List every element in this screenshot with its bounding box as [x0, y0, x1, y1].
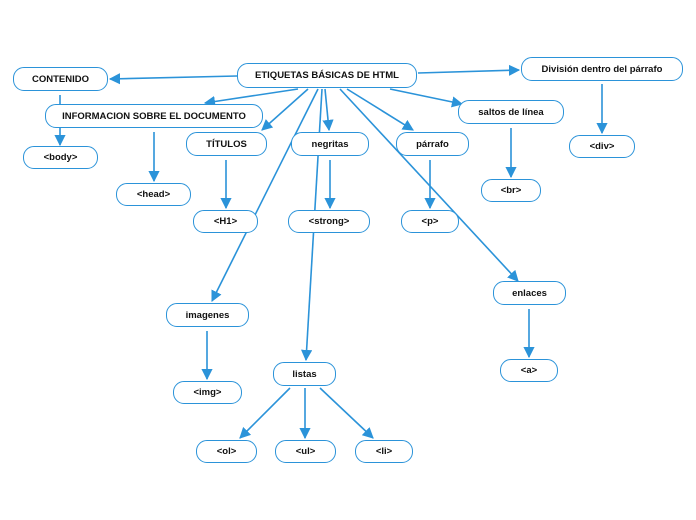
edge-listas-li — [319, 387, 374, 439]
edge-root-titulos — [261, 88, 309, 131]
node-img[interactable]: <img> — [173, 381, 242, 404]
edge-root-saltos — [389, 88, 464, 108]
node-br[interactable]: <br> — [481, 179, 541, 202]
node-p[interactable]: <p> — [401, 210, 459, 233]
node-div[interactable]: <div> — [569, 135, 635, 158]
node-imagenes[interactable]: imagenes — [166, 303, 249, 327]
edge-root-info — [203, 88, 299, 108]
node-li[interactable]: <li> — [355, 440, 413, 463]
edge-root-enlaces — [339, 88, 519, 282]
node-info[interactable]: INFORMACION SOBRE EL DOCUMENTO — [45, 104, 263, 128]
node-strong[interactable]: <strong> — [288, 210, 370, 233]
node-head[interactable]: <head> — [116, 183, 191, 206]
node-h1[interactable]: <H1> — [193, 210, 258, 233]
edge-root-contenido — [108, 73, 238, 85]
node-contenido[interactable]: CONTENIDO — [13, 67, 108, 91]
node-body[interactable]: <body> — [23, 146, 98, 169]
node-parrafo[interactable]: párrafo — [396, 132, 469, 156]
node-a[interactable]: <a> — [500, 359, 558, 382]
edge-root-imagenes — [211, 88, 319, 303]
node-root[interactable]: ETIQUETAS BÁSICAS DE HTML — [237, 63, 417, 88]
edge-root-division — [417, 64, 521, 76]
node-titulos[interactable]: TÍTULOS — [186, 132, 267, 156]
node-saltos[interactable]: saltos de línea — [458, 100, 564, 124]
edge-listas-ol — [239, 387, 291, 439]
node-ol[interactable]: <ol> — [196, 440, 257, 463]
edge-root-parrafo — [346, 88, 414, 131]
node-ul[interactable]: <ul> — [275, 440, 336, 463]
node-division[interactable]: División dentro del párrafo — [521, 57, 683, 81]
node-enlaces[interactable]: enlaces — [493, 281, 566, 305]
edge-root-negritas — [322, 88, 334, 132]
node-negritas[interactable]: negritas — [291, 132, 369, 156]
node-listas[interactable]: listas — [273, 362, 336, 386]
